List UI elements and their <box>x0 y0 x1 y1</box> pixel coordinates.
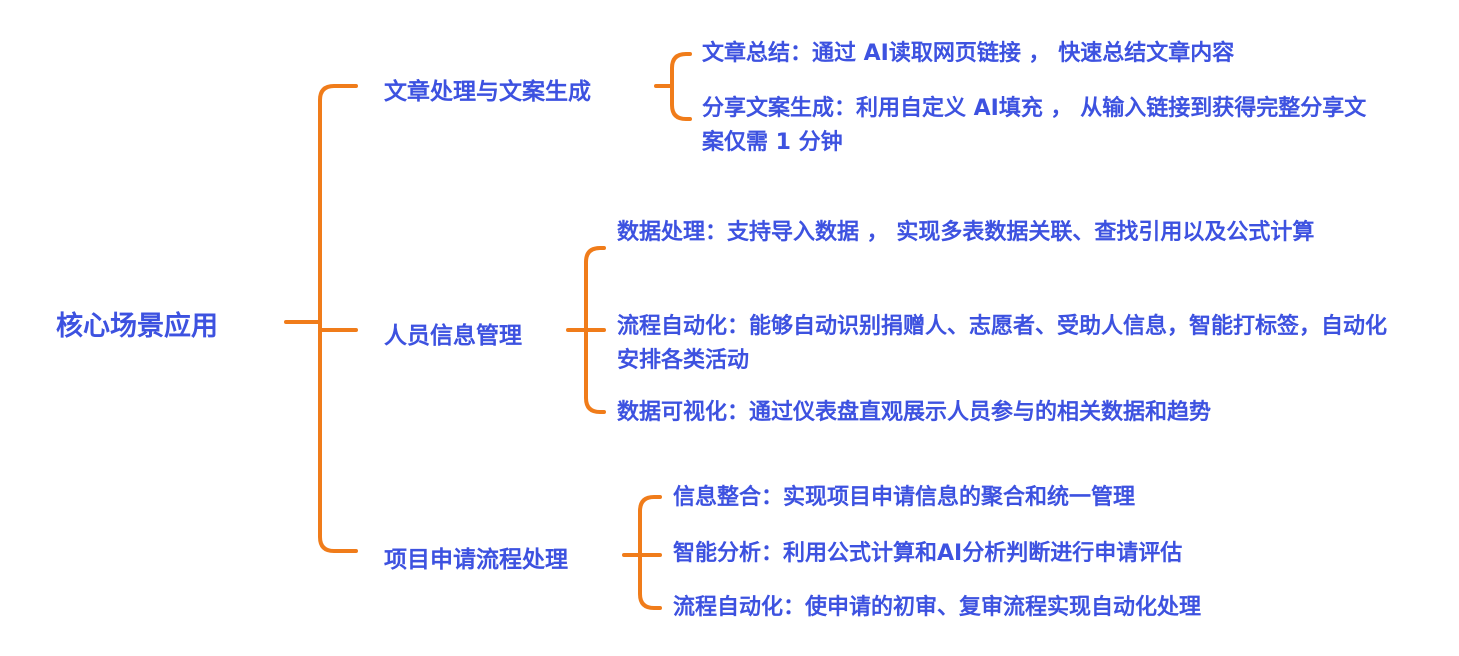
branch-article-processing: 文章处理与文案生成 <box>384 79 591 105</box>
leaf-data-processing: 数据处理：支持导入数据 ， 实现多表数据关联、查找引用以及公式计算 <box>617 220 1315 245</box>
leaf-workflow-automation: 流程自动化：能够自动识别捐赠人、志愿者、受助人信息，智能打标签，自动化安排各类活… <box>617 314 1388 373</box>
branch-1-bracket <box>670 52 692 121</box>
leaf-data-visualization: 数据可视化：通过仪表盘直观展示人员参与的相关数据和趋势 <box>617 400 1212 425</box>
main-spine <box>318 84 358 553</box>
leaf-smart-analysis: 智能分析：利用公式计算和AI分析判断进行申请评估 <box>673 541 1183 566</box>
branch-project-application: 项目申请流程处理 <box>384 547 568 573</box>
leaf-article-summary: 文章总结：通过 AI读取网页链接 ， 快速总结文章内容 <box>702 41 1235 66</box>
branch-3-bracket <box>638 495 662 610</box>
leaf-process-automation: 流程自动化：使申请的初审、复审流程实现自动化处理 <box>673 595 1202 620</box>
root-node: 核心场景应用 <box>56 311 218 342</box>
branch-personnel-management: 人员信息管理 <box>384 323 522 349</box>
leaf-share-copy: 分享文案生成：利用自定义 AI填充 ， 从输入链接到获得完整分享文案仅需 1 分… <box>702 96 1367 155</box>
leaf-info-integration: 信息整合：实现项目申请信息的聚合和统一管理 <box>673 485 1136 510</box>
